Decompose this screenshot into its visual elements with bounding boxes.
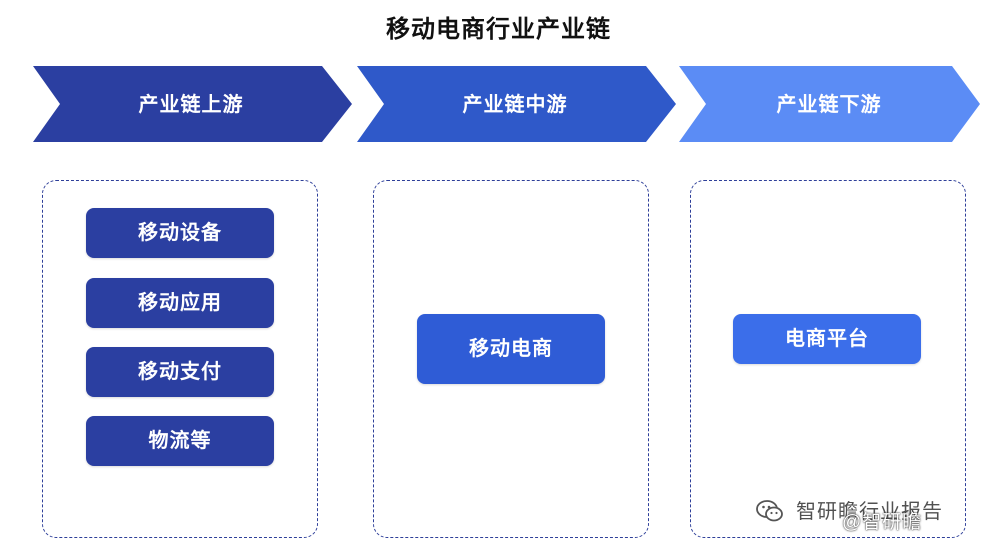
watermark-handle: @智研瞻 — [842, 512, 923, 533]
node-logistics: 物流等 — [86, 416, 274, 466]
node-mobile-device: 移动设备 — [86, 208, 274, 258]
panel-upstream — [42, 180, 318, 538]
node-mobile-ecommerce: 移动电商 — [417, 314, 605, 384]
arrow-upstream — [33, 66, 352, 142]
arrow-midstream — [357, 66, 676, 142]
panel-downstream — [690, 180, 966, 538]
diagram-title: 移动电商行业产业链 — [386, 16, 611, 43]
stage-label-upstream: 产业链上游 — [138, 94, 244, 116]
watermark: 智研瞻行业报告 @智研瞻 — [752, 493, 990, 545]
stage-label-downstream: 产业链下游 — [776, 94, 882, 116]
wechat-icon — [756, 500, 783, 522]
node-ecommerce-platform: 电商平台 — [733, 314, 921, 364]
watermark-text: 智研瞻行业报告 — [796, 501, 943, 523]
node-mobile-app: 移动应用 — [86, 278, 274, 328]
panel-midstream — [373, 180, 649, 538]
arrow-downstream — [679, 66, 980, 142]
stage-label-midstream: 产业链中游 — [462, 94, 568, 116]
node-mobile-payment: 移动支付 — [86, 347, 274, 397]
